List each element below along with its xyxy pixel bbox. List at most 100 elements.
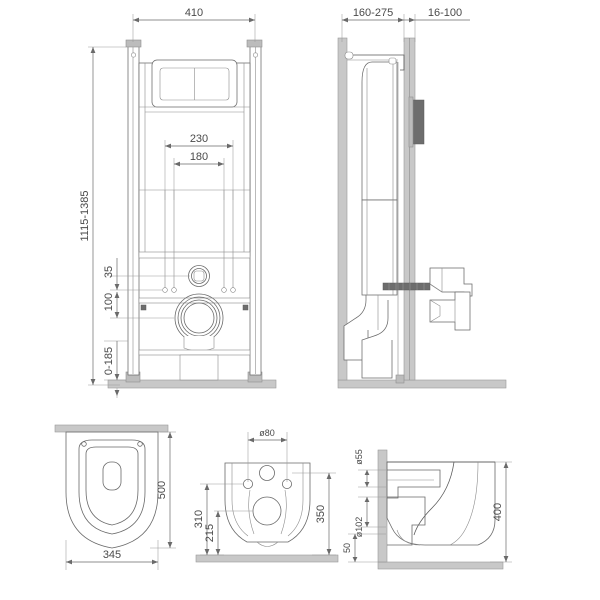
seat-inner-ring: [78, 439, 146, 535]
arrow-310-top: [204, 484, 210, 490]
arrow-50-bottom: [352, 557, 358, 562]
dimension-50: 50: [342, 543, 352, 553]
waste-trunk: [183, 336, 215, 352]
waste-outlet-inner: [183, 302, 215, 334]
view-bowl-side: ø55 ø102 50 400: [342, 449, 512, 570]
flush-pipe-riser: [372, 294, 379, 330]
hinge-hole-right: [137, 441, 143, 447]
flush-pipe-mid-circle: [191, 268, 207, 284]
dimension-410: 410: [185, 7, 203, 19]
arrow-410-left: [133, 17, 139, 23]
arrow-310-bottom: [204, 549, 210, 555]
seat-outline: [65, 431, 159, 549]
floor-slab-side: [337, 379, 507, 389]
arrow-floor-tick: [114, 390, 120, 396]
dimension-215: 215: [204, 524, 216, 542]
wall-bracket-left: [125, 39, 142, 48]
flush-aperture: [102, 461, 122, 491]
dimension-180: 180: [190, 151, 208, 163]
waste-connector-cone: [429, 291, 471, 331]
waste-pipe-elbow-side: [361, 300, 393, 379]
flush-pipe-inner-square: [193, 270, 205, 282]
arrow-215-bottom: [215, 549, 221, 555]
cistern-top-fitting: [388, 57, 397, 65]
bowl-outer-profile: [449, 461, 479, 546]
dimension-230: 230: [190, 133, 208, 145]
arrow-410-right: [249, 17, 255, 23]
frame-clip-right: [242, 304, 249, 311]
dimension-350: 350: [315, 505, 327, 523]
flush-plate-side-mount: [408, 96, 414, 148]
bowl-bottom-nub: [256, 541, 279, 547]
outlet-recess-side: [387, 496, 426, 546]
bracket-hole-left: [131, 52, 137, 58]
arrow-230-right: [227, 143, 233, 149]
floor-slab-bowl-side: [377, 561, 504, 570]
arrow-102-top: [364, 497, 370, 502]
hinge-hole-left: [81, 441, 87, 447]
arrow-35-bottom: [114, 284, 120, 290]
wall-anchor-side: [344, 51, 354, 60]
arrow-345-right: [152, 559, 158, 565]
arrow-350-top: [326, 473, 332, 479]
bolt-hole-1: [162, 287, 168, 293]
arrow-50-top: [352, 534, 358, 539]
dimension-160-275: 160-275: [353, 7, 393, 19]
dimension-345: 345: [103, 549, 121, 561]
arrow-160275-left: [342, 17, 348, 23]
dimension-inlet-55: ø55: [354, 449, 364, 465]
dimension-outlet-102: ø102: [354, 517, 364, 538]
bowl-inner-profile: [413, 461, 455, 536]
flush-connector-inner: [429, 268, 443, 293]
trap-underside: [396, 529, 421, 546]
wall-strip-seat-top: [54, 424, 169, 433]
dimension-500: 500: [156, 481, 168, 499]
arrow-100-top: [114, 292, 120, 298]
bowl-inner-curve-left: [248, 489, 255, 535]
dimension-bolt-spacing-80: ø80: [259, 428, 275, 438]
bowl-inner-curve-right: [280, 489, 287, 535]
bowl-aperture: [85, 446, 139, 526]
dimension-35: 35: [103, 266, 115, 278]
frame-clip-left: [140, 304, 147, 311]
arrow-180-left: [174, 161, 180, 167]
bracket-hole-right: [253, 52, 259, 58]
structural-wall-rear: [337, 37, 348, 381]
dimension-100: 100: [103, 293, 115, 311]
bolt-hole-3: [221, 287, 227, 293]
arrow-500-bottom: [167, 542, 173, 548]
arrow-16100-inner: [409, 17, 415, 23]
arrow-55-top: [364, 470, 370, 475]
frame-foot-side: [395, 374, 405, 384]
bowl-outline-front: [224, 462, 311, 543]
arrow-400-top: [503, 462, 509, 468]
bottom-inspection-box: [179, 354, 219, 381]
wall-bowl-side: [377, 449, 388, 563]
floor-slab-bowl-front: [195, 554, 339, 563]
frame-upright-left: [127, 44, 140, 376]
waste-outlet-ring3: [180, 299, 218, 337]
bolt-hole-4: [230, 287, 236, 293]
cistern-lower-side: [361, 199, 398, 296]
arrow-180-right: [218, 161, 224, 167]
wall-bracket-right: [246, 39, 263, 48]
dimension-16-100: 16-100: [428, 7, 462, 19]
arrow-100-bottom: [114, 312, 120, 318]
bowl-side-contour-right: [287, 463, 304, 537]
dimension-310: 310: [193, 510, 205, 528]
arrow-102-bottom: [364, 522, 370, 527]
arrow-345-left: [66, 559, 72, 565]
frame-crossbar-bottom: [138, 349, 251, 356]
arrow-1115-top: [90, 47, 96, 53]
waste-cone-taper: [429, 299, 441, 323]
view-seat-top: 500 345: [54, 424, 176, 570]
frame-crossbar-mid: [138, 251, 251, 259]
waste-boss-front: [252, 496, 282, 526]
arrow-400-bottom: [503, 556, 509, 562]
dimension-0-185: 0-185: [103, 347, 115, 375]
arrow-230-left: [165, 143, 171, 149]
bowl-outline-side: [386, 461, 496, 546]
arrow-80-right: [281, 437, 287, 443]
